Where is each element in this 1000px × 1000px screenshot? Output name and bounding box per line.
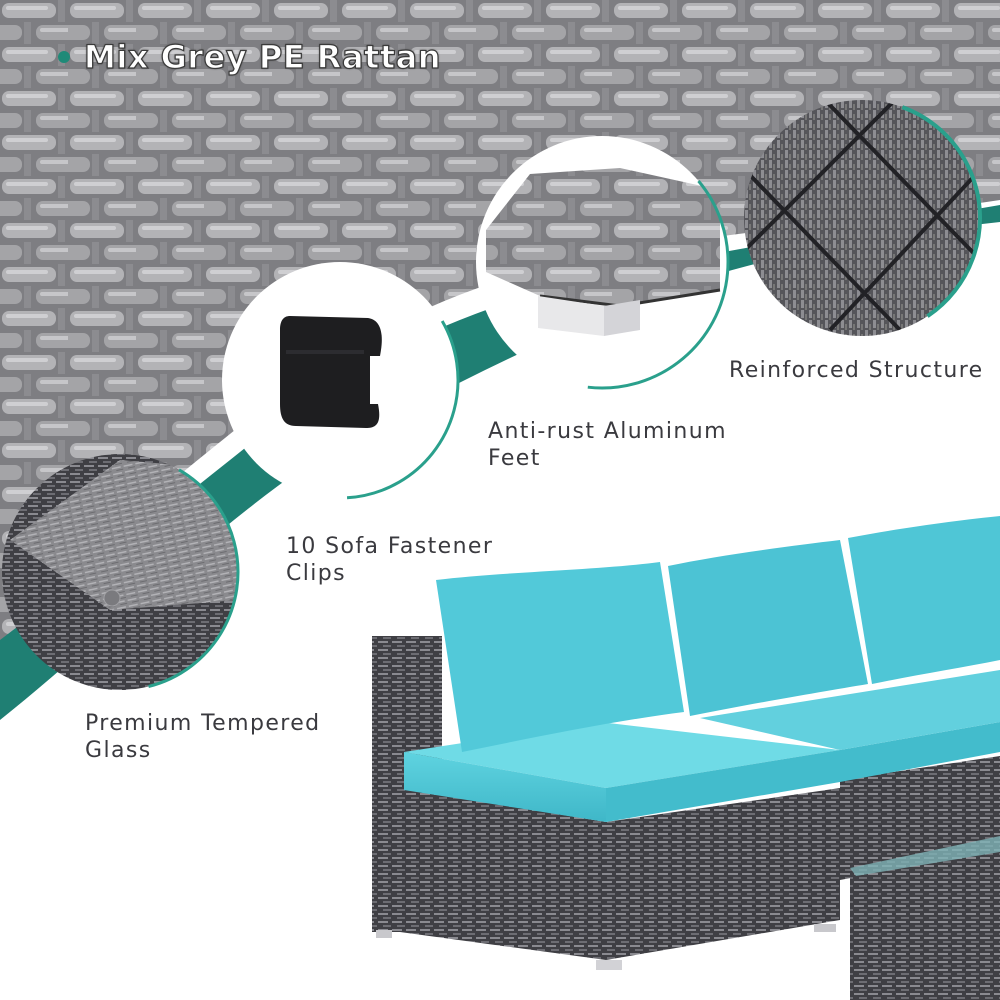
label-line-1: Anti-rust Aluminum <box>488 419 727 444</box>
label-aluminum-feet: Anti-rust Aluminum Feet <box>488 418 727 472</box>
label-line-1: 10 Sofa Fastener <box>286 534 494 559</box>
label-tempered-glass: Premium Tempered Glass <box>85 710 321 764</box>
label-reinforced-structure: Reinforced Structure <box>729 357 984 384</box>
bullet-dot-icon <box>58 51 70 63</box>
callout-reinforced-structure <box>744 100 980 336</box>
label-fastener-clips: 10 Sofa Fastener Clips <box>286 533 493 587</box>
callout-tempered-glass <box>2 454 238 690</box>
label-line-2: Feet <box>488 446 541 471</box>
headline: Mix Grey PE Rattan <box>58 37 441 77</box>
label-line-1: Premium Tempered <box>85 711 321 736</box>
c-clip-icon <box>280 316 382 428</box>
callout-aluminum-feet <box>476 136 728 388</box>
label-line-2: Glass <box>85 738 152 763</box>
headline-text: Mix Grey PE Rattan <box>83 37 441 76</box>
label-line-2: Clips <box>286 561 347 586</box>
label-line: Reinforced Structure <box>729 358 984 383</box>
